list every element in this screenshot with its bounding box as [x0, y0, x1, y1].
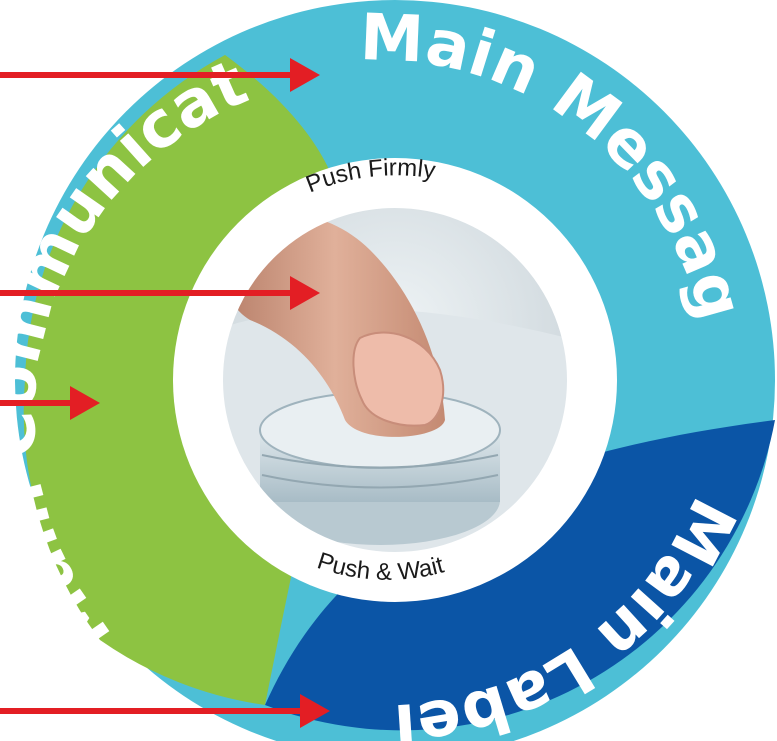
arrow-right-icon: [0, 58, 320, 92]
center-button: [173, 158, 617, 602]
arrow-right-icon: [0, 386, 100, 420]
arrow-right-icon: [0, 694, 330, 728]
fingernail: [352, 331, 445, 427]
ring-segment-main-label: [265, 420, 775, 731]
arrow-right-icon: [0, 276, 320, 310]
pointer-arrows: [0, 58, 330, 728]
button-photo: [220, 205, 570, 555]
